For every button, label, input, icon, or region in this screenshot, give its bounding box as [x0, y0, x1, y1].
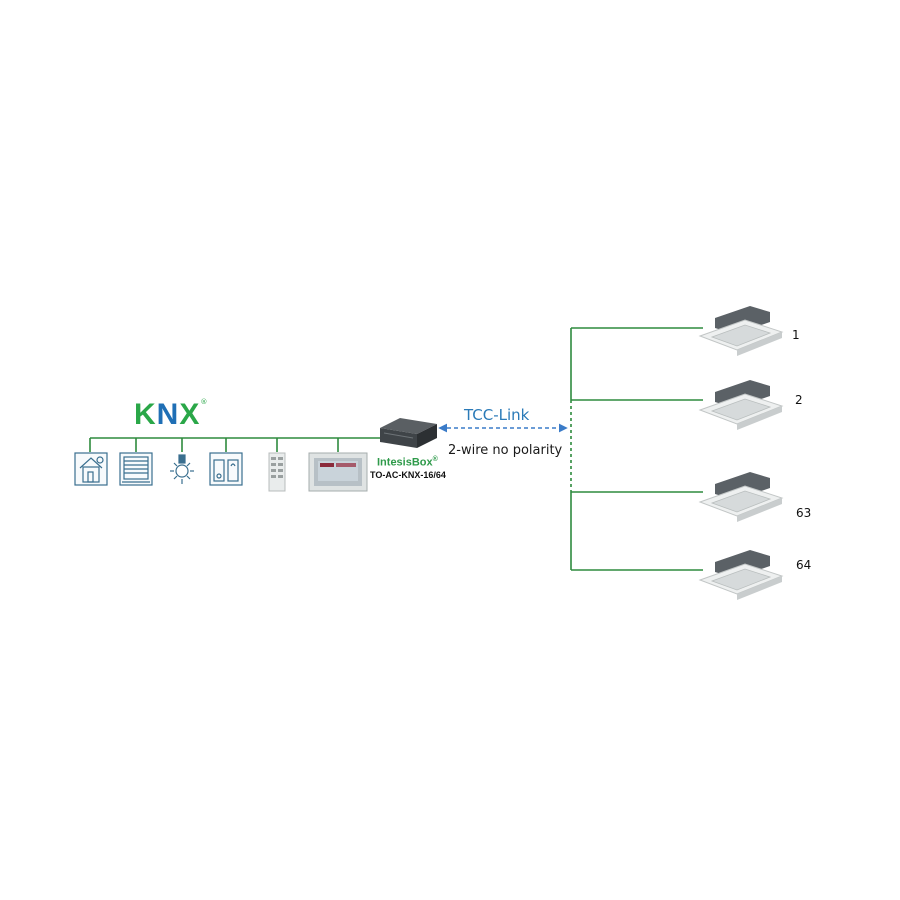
- ac-unit-64-icon: [698, 550, 784, 600]
- knx-logo-n: N: [156, 398, 180, 431]
- ac-unit-label: 63: [796, 506, 812, 520]
- lighting-icon: [170, 454, 194, 484]
- knx-logo: KNX®: [134, 398, 214, 434]
- blinds-icon: [119, 452, 153, 486]
- knx-logo-mark: ®: [200, 398, 208, 406]
- knx-logo-x: X: [179, 398, 201, 431]
- ac-bus: [570, 327, 703, 571]
- touch-panel-icon: [308, 452, 368, 492]
- climate-control-icon: [209, 452, 243, 486]
- gateway-brand-name: IntesisBox: [377, 456, 433, 469]
- wiring-label: 2-wire no polarity: [448, 443, 563, 458]
- gateway-brand-mark: ®: [432, 456, 438, 463]
- knx-bus: [89, 437, 392, 452]
- ac-unit-label: 64: [796, 558, 812, 572]
- gateway-brand: IntesisBox®: [377, 456, 438, 469]
- knx-logo-k: K: [134, 398, 157, 431]
- ac-unit-2-icon: [698, 380, 784, 430]
- home-automation-icon: [74, 452, 108, 486]
- ac-unit-63-icon: [698, 472, 784, 522]
- ac-unit-1-icon: [698, 306, 784, 356]
- wall-keypad-icon: [268, 452, 286, 492]
- gateway-model: TO-AC-KNX-16/64: [370, 470, 446, 480]
- ac-unit-label: 2: [795, 393, 803, 407]
- tcc-link-label: TCC-Link: [464, 406, 530, 424]
- ac-unit-label: 1: [792, 328, 800, 342]
- gateway-box-icon: [380, 418, 437, 448]
